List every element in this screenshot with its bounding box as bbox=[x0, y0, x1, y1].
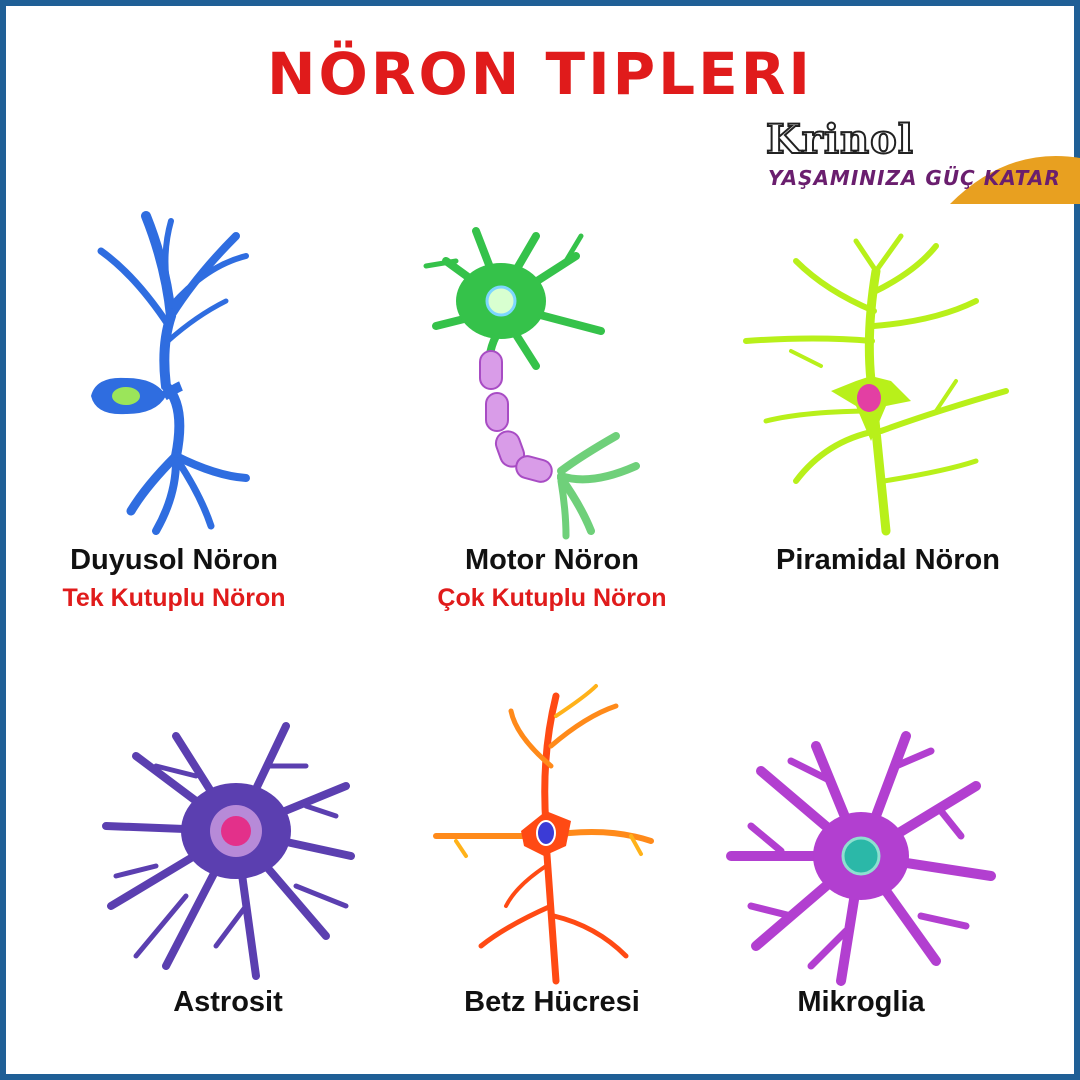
motor-neuron-icon bbox=[423, 227, 640, 540]
neuron-label-pyramidal: Piramidal Nöron bbox=[776, 544, 1000, 576]
sensory-neuron-icon bbox=[91, 211, 250, 535]
microglia-icon bbox=[726, 731, 996, 986]
neuron-label-motor: Motor Nöron bbox=[465, 544, 639, 576]
logo-name: Krinol bbox=[765, 115, 914, 164]
neuron-label-microglia: Mikroglia bbox=[797, 986, 925, 1018]
neuron-label-sensory: Duyusol Nöron bbox=[70, 544, 278, 576]
page-title: NÖRON TIPLERI bbox=[266, 40, 814, 108]
logo-arc-icon bbox=[950, 155, 1080, 204]
betz-cell-icon bbox=[433, 684, 654, 985]
neuron-sublabel-motor: Çok Kutuplu Nöron bbox=[437, 584, 667, 612]
neuron-label-betz: Betz Hücresi bbox=[464, 986, 640, 1018]
neuron-sublabel-sensory: Tek Kutuplu Nöron bbox=[62, 584, 286, 612]
logo-slogan: YAŞAMINIZA GÜÇ KATAR bbox=[768, 166, 1061, 190]
pyramidal-neuron-icon bbox=[743, 233, 1009, 536]
neuron-label-astrocyte: Astrosit bbox=[173, 986, 283, 1018]
astrocyte-icon bbox=[102, 722, 355, 980]
krinol-logo: Krinol YAŞAMINIZA GÜÇ KATAR bbox=[758, 115, 1080, 206]
